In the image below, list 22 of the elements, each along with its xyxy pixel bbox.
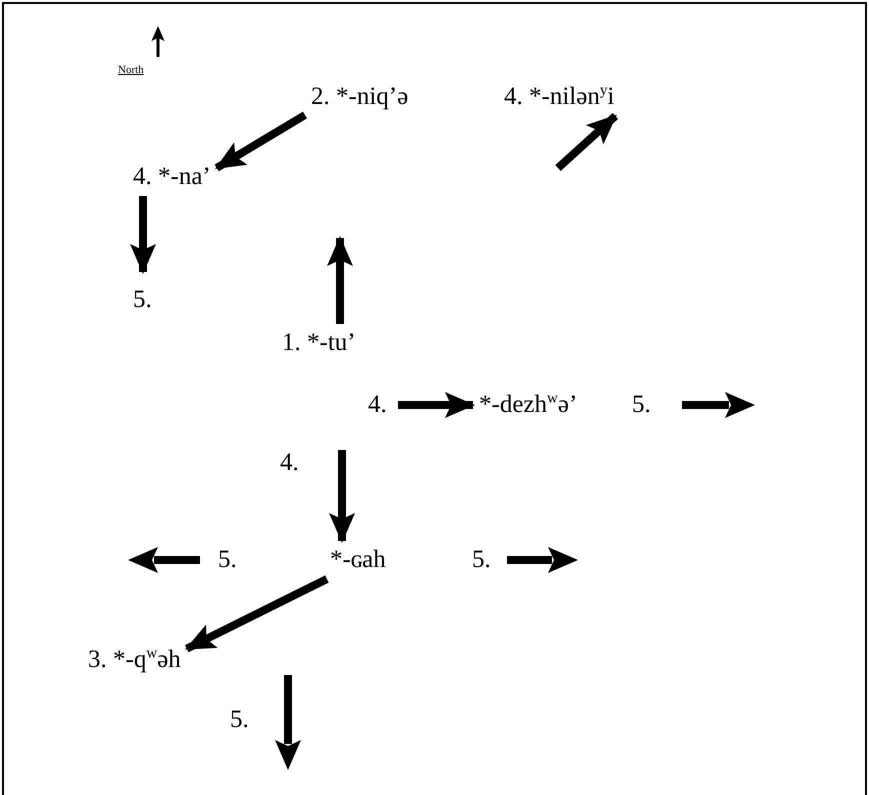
stage-number: 4. (368, 390, 387, 420)
stage-number: 5. (230, 705, 249, 735)
term-label: 4. *-nilən$^{y}$i (498, 78, 620, 116)
stage-number: 5. (632, 390, 651, 420)
arrow (327, 236, 353, 324)
stage-number: 5. (218, 545, 237, 575)
term-label: *-dezh$^{w}$ə’ (473, 386, 584, 424)
arrow (214, 112, 308, 172)
arrow (555, 113, 618, 171)
term-label: *-ɢah (324, 541, 392, 579)
term-label: 4. *-na’ (127, 158, 217, 196)
term-label: 2. *-niq’ə (305, 78, 414, 116)
arrow (130, 196, 156, 274)
arrow (185, 575, 329, 652)
term-label: 3. *-q$^{w}$əh (82, 641, 187, 679)
term-label: 1. *-tu’ (276, 324, 362, 362)
compass-label: North (118, 64, 144, 77)
arrow (398, 392, 475, 418)
stage-number: 4. (280, 448, 299, 478)
arrow (329, 450, 355, 543)
stage-number: 5. (472, 545, 491, 575)
stage-number: 5. (133, 285, 152, 315)
